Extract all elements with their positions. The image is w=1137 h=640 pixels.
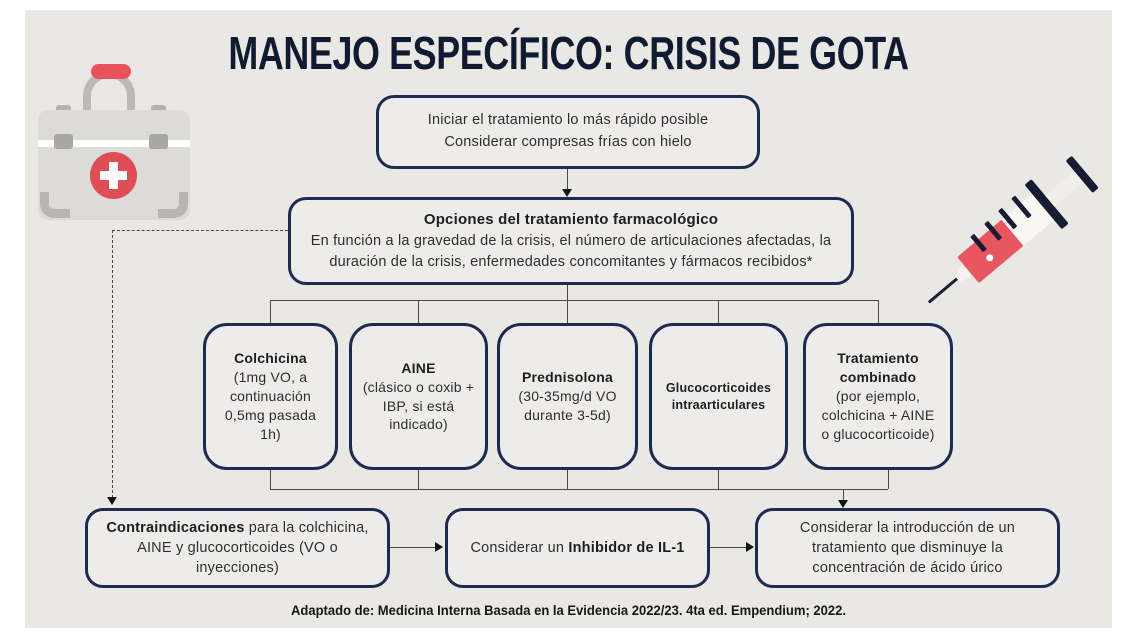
connector-c1-c2: [710, 547, 747, 548]
il1-text: Considerar un Inhibidor de IL-1: [470, 539, 685, 556]
connector-to-urate: [843, 489, 844, 501]
treatment-title: Colchicina: [234, 350, 307, 367]
treatment-detail: (clásico o coxib + IBP, si está indicado…: [362, 378, 475, 433]
kit-corner-left: [40, 192, 70, 218]
connector-stub: [418, 300, 419, 323]
connector-stub: [270, 300, 271, 323]
node-aine: AINE (clásico o coxib + IBP, si está ind…: [349, 323, 488, 470]
connector-c0-c1: [390, 547, 436, 548]
treatment-title: AINE: [401, 359, 436, 376]
kit-strap-foot-left: [54, 134, 73, 149]
node-colchicina: Colchicina (1mg VO, a continuación 0,5mg…: [203, 323, 338, 470]
node-contraindicaciones: Contraindicaciones para la colchicina, A…: [85, 508, 390, 588]
source-credit: Adaptado de: Medicina Interna Basada en …: [290, 602, 846, 618]
node-prednisolona: Prednisolona (30-35mg/d VO durante 3-5d): [497, 323, 638, 470]
treatment-detail: (1mg VO, a continuación 0,5mg pasada 1h): [224, 369, 317, 442]
treatment-title: Glucocorticoides intraarticulares: [665, 380, 772, 412]
node-glucocorticoides-intraarticulares: Glucocorticoides intraarticulares: [649, 323, 788, 470]
connector-stub: [270, 470, 271, 489]
first-aid-kit-icon: [38, 58, 193, 226]
connector-options-center: [567, 285, 568, 323]
kit-corner-right: [158, 192, 188, 218]
urate-text: Considerar la introducción de un tratami…: [799, 519, 1016, 577]
treatment-detail: (por ejemplo, colchicina + AINE o glucoc…: [821, 388, 935, 442]
node-acido-urico: Considerar la introducción de un tratami…: [755, 508, 1060, 588]
connector-start-options: [567, 169, 568, 190]
connector-stub: [888, 470, 889, 489]
node-inhibidor-il1: Considerar un Inhibidor de IL-1: [445, 508, 710, 588]
treatment-detail: (30-35mg/d VO durante 3-5d): [518, 388, 617, 423]
dashed-connector-horizontal: [112, 230, 288, 231]
kit-stripe: [38, 140, 190, 147]
syringe-needle: [927, 275, 961, 304]
options-title: Opciones del tratamiento farmacológico: [423, 211, 719, 229]
start-line2: Considerar compresas frías con hielo: [444, 134, 692, 150]
connector-bus-top: [270, 300, 878, 301]
start-line1: Iniciar el tratamiento lo más rápido pos…: [427, 112, 709, 129]
node-tratamiento-combinado: Tratamiento combinado (por ejemplo, colc…: [803, 323, 953, 470]
page-title: MANEJO ESPECÍFICO: CRISIS DE GOTA: [228, 27, 909, 79]
connector-stub: [718, 470, 719, 489]
connector-stub: [418, 470, 419, 489]
kit-handle-grip: [91, 64, 131, 79]
contraindications-text: Contraindicaciones para la colchicina, A…: [106, 519, 369, 577]
treatment-title: Tratamiento combinado: [837, 350, 919, 386]
medical-cross-icon: [90, 152, 137, 199]
kit-body: [38, 110, 190, 220]
connector-stub: [718, 300, 719, 323]
dashed-connector-vertical: [112, 230, 113, 498]
node-start: Iniciar el tratamiento lo más rápido pos…: [376, 95, 760, 169]
arrowhead-c0-c1: [435, 542, 443, 552]
arrowhead-start-options: [562, 189, 572, 197]
connector-bus-bottom: [270, 489, 888, 490]
connector-stub: [567, 470, 568, 489]
connector-stub: [878, 300, 879, 323]
treatment-title: Prednisolona: [521, 369, 614, 386]
arrowhead-to-contraindicaciones: [107, 497, 117, 505]
arrowhead-to-urate: [838, 500, 848, 508]
node-options: Opciones del tratamiento farmacológico E…: [288, 197, 854, 285]
options-body: En función a la gravedad de la crisis, e…: [310, 232, 832, 270]
kit-strap-foot-right: [149, 134, 168, 149]
arrowhead-c1-c2: [746, 542, 754, 552]
